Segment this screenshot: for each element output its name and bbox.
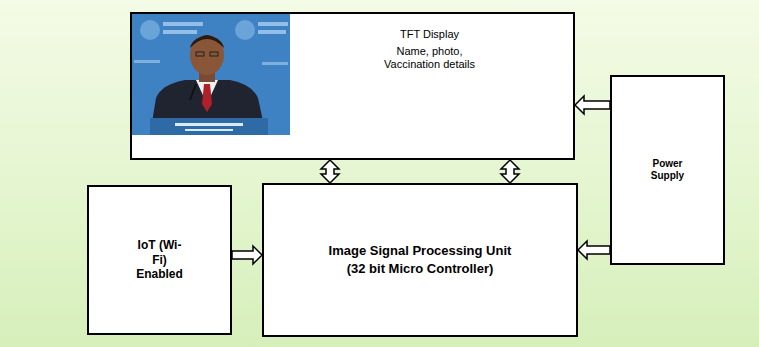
block-arrow — [578, 241, 610, 259]
block-title: Power Supply — [643, 158, 693, 182]
person-photo — [132, 14, 290, 135]
block-arrow — [232, 246, 262, 264]
block-arrow — [501, 160, 519, 183]
block-box: TFT DisplayName, photo, Vaccination deta… — [130, 12, 575, 160]
block-title: TFT Display — [400, 28, 459, 41]
block-arrow — [575, 96, 610, 114]
block-box: IoT (Wi-Fi) Enabled — [87, 185, 232, 335]
display-fill — [130, 12, 575, 160]
block-box: Power Supply — [610, 75, 725, 265]
block-title: Image Signal Processing Unit — [329, 243, 512, 259]
block-subtitle: Name, photo, Vaccination details — [375, 45, 485, 71]
block-arrow — [321, 160, 339, 183]
block-title: IoT (Wi-Fi) Enabled — [132, 238, 187, 281]
block-box: Image Signal Processing Unit (32 bit Micr… — [262, 183, 578, 337]
block-subtitle: (32 bit Micro Controller) — [347, 261, 494, 277]
